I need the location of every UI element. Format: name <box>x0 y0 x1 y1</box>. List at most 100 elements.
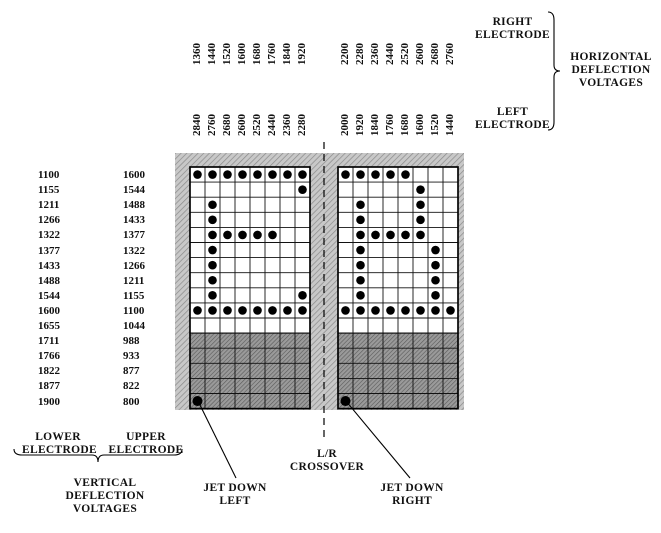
left-electrode-label: LEFT ELECTRODE <box>470 106 555 132</box>
voltage-value: 1211 <box>123 274 145 287</box>
voltage-value: 1155 <box>38 184 60 197</box>
left-letter-dot <box>253 230 262 240</box>
right-letter-dot <box>416 230 425 240</box>
voltage-value: 1155 <box>123 289 145 302</box>
upper-electrode-label: UPPER ELECTRODE <box>108 431 184 457</box>
left-electrode-label-line1: LEFT <box>496 106 529 118</box>
horizontal-deflection-line3: VOLTAGES <box>578 77 644 89</box>
right-letter-dot <box>356 200 365 210</box>
left-letter-dot <box>208 245 217 255</box>
voltage-value: 1100 <box>123 304 145 317</box>
vertical-deflection-line3: VOLTAGES <box>72 503 138 515</box>
vertical-deflection-label: VERTICAL DEFLECTION VOLTAGES <box>55 477 155 516</box>
right-letter-dot <box>356 230 365 240</box>
voltage-value: 1433 <box>123 214 145 227</box>
jet-down-left-dot <box>192 396 203 407</box>
right-letter-dot <box>356 215 365 225</box>
right-letter-dot <box>356 306 365 315</box>
right-electrode-label-line2: ELECTRODE <box>475 29 550 41</box>
lower-electrode-line1: LOWER <box>35 431 81 443</box>
right-letter-dot <box>386 170 395 179</box>
left-letter-dot <box>208 291 217 300</box>
right-grid-border <box>337 166 459 410</box>
voltage-value: 822 <box>123 380 140 393</box>
vertical-deflection-line1: VERTICAL <box>73 477 137 489</box>
jet-down-right-line2: RIGHT <box>392 495 432 507</box>
left-letter-dot <box>208 306 217 315</box>
left-letter-dot <box>223 230 232 240</box>
right-letter-dot <box>371 230 380 240</box>
voltage-value: 1377 <box>38 244 60 257</box>
left-letter-dot <box>238 170 247 179</box>
voltage-value: 1488 <box>123 199 145 212</box>
left-letter-dot <box>238 306 247 315</box>
left-letter-dot <box>253 170 262 179</box>
vertical-deflection-bracket <box>13 448 183 463</box>
left-letter-dot <box>223 306 232 315</box>
curly-bracket <box>547 11 561 131</box>
voltage-value: 1488 <box>38 274 60 287</box>
jet-down-right-leader <box>348 403 411 479</box>
left-letter-dot <box>283 306 292 315</box>
jet-down-right-line1: JET DOWN <box>380 482 444 494</box>
left-letter-dot <box>208 260 217 270</box>
voltage-value: 1044 <box>123 320 145 332</box>
left-letter-dot <box>223 170 232 179</box>
left-letter-dot <box>208 170 217 179</box>
right-letter-dot <box>416 215 425 225</box>
voltage-value: 1900 <box>38 395 60 408</box>
voltage-value: 1877 <box>38 380 60 393</box>
right-letter-dot <box>431 245 440 255</box>
right-letter-dot <box>431 306 440 315</box>
left-letter-dot <box>268 170 277 179</box>
right-electrode-label: RIGHT ELECTRODE <box>470 16 555 42</box>
crossover-label: L/R CROSSOVER <box>282 448 372 474</box>
voltage-value: 1377 <box>123 229 145 242</box>
left-letter-dot <box>208 215 217 225</box>
right-letter-dot <box>431 260 440 270</box>
left-electrode-label-line2: ELECTRODE <box>475 119 550 131</box>
voltage-value: 1822 <box>38 365 60 378</box>
voltage-value: 1600 <box>38 304 60 317</box>
right-letter-dot <box>431 291 440 300</box>
right-letter-dot <box>356 170 365 179</box>
right-letter-dot <box>371 170 380 179</box>
right-letter-dot <box>356 275 365 285</box>
left-letter-dot <box>193 170 202 179</box>
right-letter-dot <box>386 306 395 315</box>
right-letter-dot <box>416 185 425 194</box>
left-grid-border <box>189 166 311 410</box>
jet-down-left-line1: JET DOWN <box>203 482 267 494</box>
horizontal-deflection-line1: HORIZONTAL <box>570 51 652 63</box>
voltage-value: 1711 <box>38 335 60 348</box>
jet-down-right-label: JET DOWN RIGHT <box>372 482 452 508</box>
right-letter-dot <box>371 306 380 315</box>
left-letter-dot <box>283 170 292 179</box>
crossover-line1: L/R <box>316 448 338 460</box>
right-letter-dot <box>386 230 395 240</box>
jet-down-right-dot <box>340 396 351 407</box>
left-letter-dot <box>193 306 202 315</box>
left-letter-dot <box>208 200 217 210</box>
right-letter-dot <box>416 306 425 315</box>
left-letter-dot <box>298 291 307 300</box>
upper-electrode-line1: UPPER <box>126 431 166 443</box>
voltage-value: 877 <box>123 365 140 378</box>
right-letter-dot <box>356 245 365 255</box>
voltage-value: 1600 <box>123 169 145 181</box>
left-letter-dot <box>298 170 307 179</box>
lower-electrode-label: LOWER ELECTRODE <box>22 431 97 457</box>
voltage-value: 1322 <box>123 244 145 257</box>
lower-electrode-line2: ELECTRODE <box>22 444 97 456</box>
voltage-value: 800 <box>123 395 140 408</box>
right-electrode-label-line1: RIGHT <box>492 16 533 28</box>
left-letter-dot <box>268 306 277 315</box>
right-letter-dot <box>341 170 350 179</box>
voltage-value: 1433 <box>38 259 60 272</box>
voltage-value: 1766 <box>38 350 60 363</box>
right-letter-dot <box>341 306 350 315</box>
upper-electrode-line2: ELECTRODE <box>108 444 184 456</box>
horizontal-deflection-line2: DEFLECTION <box>571 64 651 76</box>
voltage-value: 933 <box>123 350 140 363</box>
voltage-value: 988 <box>123 335 140 348</box>
